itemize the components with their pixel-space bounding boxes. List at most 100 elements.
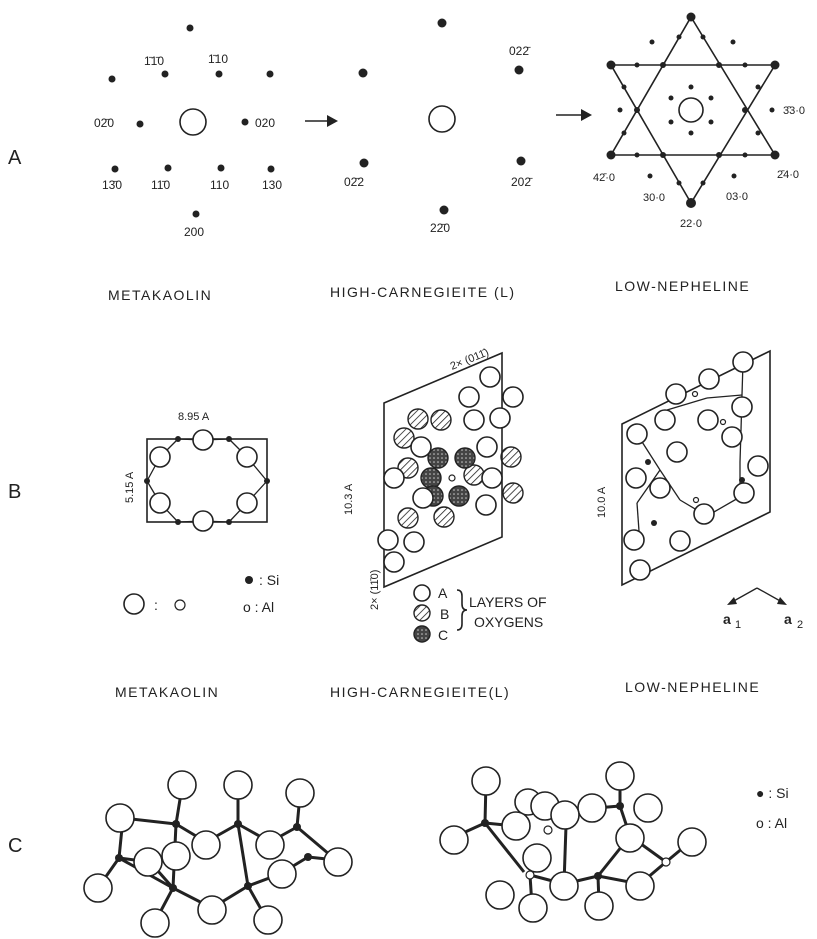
oxygen-atom	[747, 455, 769, 477]
caption-carnegieite-b: HIGH-CARNEGIEITE(L)	[330, 684, 510, 700]
oxygen-b	[430, 409, 452, 431]
oxygen-a	[410, 436, 432, 458]
cell-height: 10.0 A	[596, 486, 608, 518]
miller-index: 1̄1̄0	[144, 54, 164, 68]
brace	[456, 589, 468, 631]
miller-index: 13̄0	[102, 178, 122, 192]
oxygen-b	[407, 408, 429, 430]
metakaolin-structure: 8.95 A 5.15 A	[124, 411, 270, 532]
oxygen-atom	[625, 871, 655, 901]
reflection-spot	[136, 120, 144, 128]
oxygen-atom	[161, 841, 191, 871]
miller-index: 2̄4·0	[777, 169, 799, 181]
central-beam	[428, 105, 456, 133]
reflection-spot	[516, 156, 526, 166]
oxygen-a	[458, 386, 480, 408]
reflection-spot	[108, 75, 116, 83]
axis-a2-sub: 2	[797, 619, 803, 631]
miller-index: 110	[210, 178, 229, 192]
oxygen-atom	[550, 800, 580, 830]
carnegieite-diffraction: 022̄ 02̄2 202̄ 22̄0	[344, 18, 533, 235]
legend-oxygen-text: :	[154, 597, 158, 613]
central-beam	[179, 108, 207, 136]
reflection-spot	[161, 70, 169, 78]
reflection-spot	[192, 210, 200, 218]
legend-silicon: : Si	[259, 572, 279, 588]
oxygen-atom	[649, 477, 671, 499]
oxygen-atom	[654, 409, 676, 431]
oxygen-atom	[501, 811, 531, 841]
oxygen-b	[393, 427, 415, 449]
oxygen-atom	[522, 843, 552, 873]
oxygen-b	[500, 446, 522, 468]
oxygen-atom	[549, 871, 579, 901]
oxygen-atom	[323, 847, 353, 877]
miller-index: 03·0	[726, 191, 748, 203]
oxygen-legend-icon	[123, 593, 145, 615]
oxygen-atom	[731, 396, 753, 418]
reflection-spot	[266, 70, 274, 78]
layer-legend: A B C LAYERS OF OXYGENS	[413, 584, 547, 643]
oxygen-atom	[697, 409, 719, 431]
unit-cell	[621, 349, 771, 587]
oxygen-atom	[665, 383, 687, 405]
row-label-c: C	[8, 835, 22, 857]
oxygen-c	[454, 447, 476, 469]
oxygen-atom	[149, 492, 171, 514]
oxygen-atom	[615, 823, 645, 853]
oxygen-atom	[285, 778, 315, 808]
silicon-atom	[144, 478, 150, 484]
miller-index: 22̄0	[430, 221, 450, 235]
layer-b-label: B	[440, 606, 449, 622]
oxygen-c	[427, 447, 449, 469]
oxygen-a	[383, 467, 405, 489]
oxygen-atom	[626, 423, 648, 445]
reflection-spot	[217, 164, 225, 172]
oxygen-atom	[584, 891, 614, 921]
silicon-atom	[175, 519, 181, 525]
crystal-axes: a 1 a 2	[723, 587, 803, 631]
reflection-spot	[267, 165, 275, 173]
oxygen-a	[475, 494, 497, 516]
oxygen-atom	[236, 446, 258, 468]
oxygen-atom	[733, 482, 755, 504]
layer-legend-title-1: LAYERS OF	[469, 594, 547, 610]
silicon-atom	[175, 436, 181, 442]
unit-cell	[383, 351, 503, 589]
reflection-spot	[359, 158, 369, 168]
atom-legend: : : Si o : Al	[123, 572, 279, 615]
oxygen-atom	[133, 847, 163, 877]
axis-a2: a	[784, 611, 792, 627]
oxygen-atom	[669, 530, 691, 552]
axis-a1-sub: 1	[735, 619, 741, 631]
dimension-width: 8.95 A	[178, 411, 210, 423]
miller-index: 202̄	[511, 175, 533, 189]
oxygen-atom	[698, 368, 720, 390]
reflection-spot	[215, 70, 223, 78]
oxygen-atom	[149, 446, 171, 468]
transformation-arrow	[305, 115, 338, 127]
oxygen-b	[502, 482, 524, 504]
miller-index: 22·0	[680, 218, 702, 230]
oxygen-c	[448, 485, 470, 507]
miller-index: 020	[255, 116, 275, 130]
dimension-height: 5.15 A	[124, 471, 136, 503]
transformation-arrow	[556, 109, 592, 121]
reflection-spot	[111, 165, 119, 173]
oxygen-atom	[255, 830, 285, 860]
layer-b-icon	[413, 604, 431, 622]
caption-metakaolin-b: METAKAOLIN	[115, 684, 219, 700]
oxygen-atom	[693, 503, 715, 525]
hexagram-triangle	[609, 64, 777, 205]
oxygen-atom	[197, 895, 227, 925]
miller-index: 11̄0	[151, 178, 170, 192]
layer-legend-title-2: OXYGENS	[474, 614, 543, 630]
oxygen-atom	[471, 766, 501, 796]
oxygen-a	[383, 551, 405, 573]
reflection-spot	[186, 24, 194, 32]
oxygen-atom	[83, 873, 113, 903]
metakaolin-chain	[83, 770, 353, 938]
oxygen-atom	[629, 559, 651, 581]
miller-index: 1̄10	[208, 52, 228, 66]
oxygen-a	[377, 529, 399, 551]
